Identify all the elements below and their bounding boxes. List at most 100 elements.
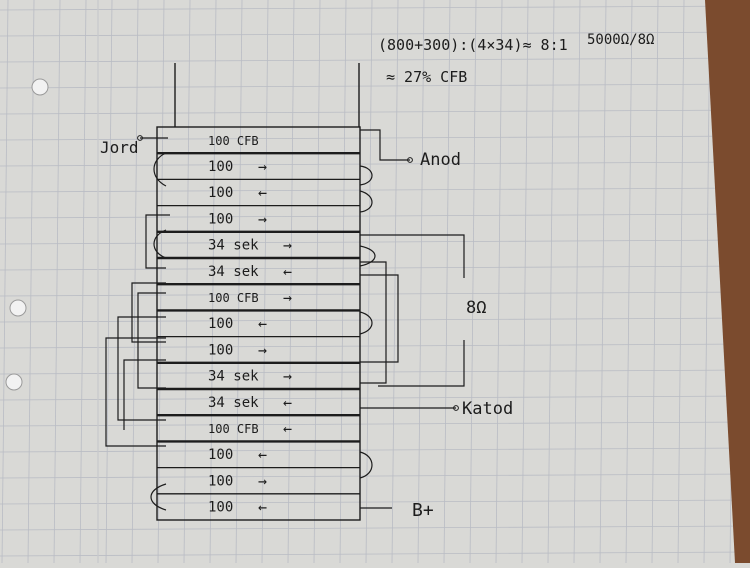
terminal-dot-anod — [407, 157, 413, 163]
grid-line — [0, 525, 750, 531]
bobbin-outline — [156, 63, 361, 521]
grid-line — [521, 0, 529, 564]
wire-left-bracket-d — [137, 292, 166, 389]
grid-line — [443, 0, 451, 564]
layer-label: 100 — [208, 211, 233, 227]
grid-line — [0, 265, 750, 271]
winding-direction-left: ← — [258, 446, 267, 464]
terminal-label-secondary: 8Ω — [466, 298, 486, 318]
grid-line — [417, 0, 425, 564]
grid-line — [105, 0, 113, 564]
grid-line — [651, 0, 659, 564]
grid-line — [0, 161, 750, 167]
winding-direction-right: → — [283, 236, 292, 254]
winding-interconnects — [105, 129, 465, 511]
wire-loop-right-1 — [359, 165, 373, 186]
wire-anod-bus — [360, 129, 410, 161]
grid-line — [79, 0, 87, 564]
layer-label: 100 CFB — [208, 422, 259, 436]
terminal-label-katod: Katod — [462, 399, 513, 419]
grid-line — [183, 0, 191, 564]
turns-ratio-formula: (800+300):(4×34)≈ 8:1 — [378, 36, 568, 54]
wire-loop-right-5 — [359, 451, 373, 479]
grid-line — [625, 0, 633, 564]
winding-direction-left: ← — [283, 262, 292, 280]
wire-left-bracket-a — [145, 214, 170, 269]
grid-line — [1, 0, 9, 564]
wire-left-bracket-c — [131, 282, 166, 343]
grid-line — [0, 473, 750, 479]
grid-line — [0, 447, 750, 453]
cfb-ratio-note: ≈ 27% CFB — [386, 68, 467, 86]
grid-line — [0, 291, 750, 297]
layer-label: 100 — [208, 316, 233, 332]
winding-direction-right: → — [258, 210, 267, 228]
layer-label: 100 — [208, 159, 233, 175]
grid-line — [0, 499, 750, 505]
layer-label: 100 — [208, 185, 233, 201]
grid-line — [599, 0, 607, 564]
terminal-label-anod: Anod — [420, 150, 461, 170]
grid-line — [0, 343, 750, 349]
grid-line — [261, 0, 269, 564]
wire-left-bracket-e — [117, 316, 166, 421]
winding-direction-left: ← — [258, 315, 267, 333]
wire-right-bracket-b — [360, 274, 399, 363]
layer-label: 34 sek — [208, 369, 259, 385]
grid-line — [339, 0, 347, 564]
grid-line — [235, 0, 243, 564]
grid-line — [0, 57, 750, 63]
grid-line — [469, 0, 477, 564]
impedance-note: 5000Ω/8Ω — [587, 32, 654, 48]
winding-direction-left: ← — [258, 184, 267, 202]
grid-line — [0, 83, 750, 89]
winding-direction-right: → — [258, 158, 267, 176]
layer-label: 100 — [208, 473, 233, 489]
layer-label: 100 — [208, 447, 233, 463]
winding-direction-right: → — [258, 472, 267, 490]
wire-left-bracket-f — [105, 337, 166, 447]
terminal-label-jord: Jord — [100, 138, 139, 157]
wire-sec-bus — [360, 234, 465, 278]
paper-shadow — [705, 0, 750, 563]
grid-line — [391, 0, 399, 564]
winding-direction-left: ← — [258, 498, 267, 516]
wire-loop-right-3 — [359, 245, 376, 267]
grid-line — [313, 0, 321, 564]
layer-label: 100 CFB — [208, 134, 259, 148]
layer-label: 34 sek — [208, 264, 259, 280]
grid-line — [0, 5, 750, 11]
winding-direction-right: → — [283, 367, 292, 385]
grid-line — [0, 421, 750, 427]
grid-line — [0, 31, 750, 37]
winding-direction-left: ← — [283, 420, 292, 438]
layer-label: 34 sek — [208, 395, 259, 411]
winding-direction-left: ← — [283, 393, 292, 411]
terminal-label-bplus: B+ — [412, 500, 434, 521]
grid-line — [0, 187, 750, 193]
layer-label: 100 — [208, 500, 233, 516]
grid-line — [677, 0, 685, 564]
grid-line — [131, 0, 139, 564]
grid-line — [0, 109, 750, 115]
grid-line — [0, 213, 750, 219]
winding-direction-right: → — [258, 341, 267, 359]
winding-direction-right: → — [283, 289, 292, 307]
wire-loop-left-5 — [150, 483, 167, 511]
grid-line — [0, 135, 750, 141]
wire-left-bracket-b — [153, 229, 167, 259]
grid-line — [573, 0, 581, 564]
wire-sec-return — [378, 340, 465, 387]
terminal-dot-katod — [453, 405, 459, 411]
wire-loop-right-2 — [359, 190, 373, 213]
binder-hole — [31, 78, 49, 96]
wire-right-bracket — [360, 261, 387, 384]
grid-line — [547, 0, 555, 564]
grid-line — [157, 0, 165, 564]
layer-label: 100 CFB — [208, 291, 259, 305]
grid-line — [703, 0, 711, 564]
grid-line — [0, 239, 750, 245]
grid-line — [209, 0, 217, 564]
